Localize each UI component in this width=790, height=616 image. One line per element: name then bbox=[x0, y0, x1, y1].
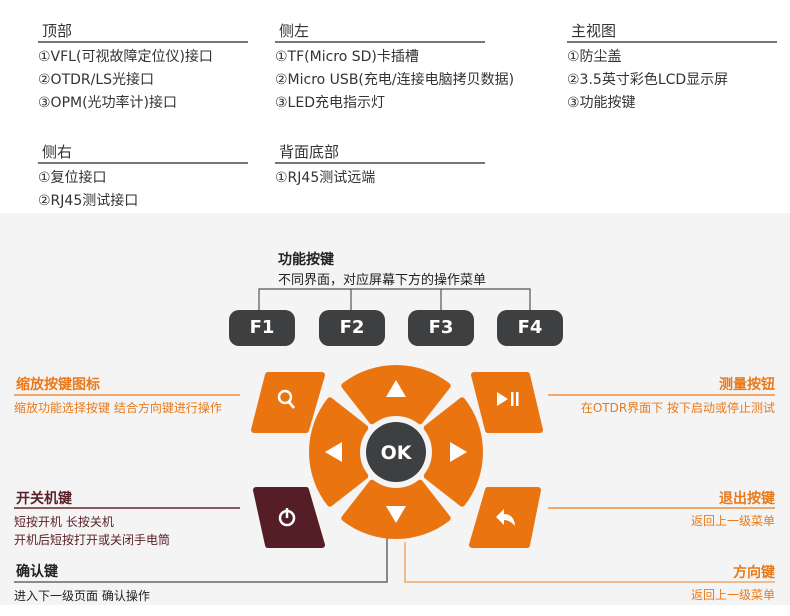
divider bbox=[567, 41, 777, 43]
ok-label: OK bbox=[381, 442, 413, 464]
measure-button[interactable] bbox=[471, 372, 543, 433]
section-title: 顶部 bbox=[42, 22, 73, 40]
back-arrow-icon bbox=[496, 509, 515, 526]
list-item: ②3.5英寸彩色LCD显示屏 bbox=[567, 72, 729, 88]
list-item: ①TF(Micro SD)卡插槽 bbox=[275, 49, 419, 65]
function-keys-desc: 不同界面，对应屏幕下方的操作菜单 bbox=[278, 273, 487, 288]
power-key-desc1: 短按开机 长按关机 bbox=[14, 515, 114, 529]
play-pause-icon bbox=[497, 392, 519, 406]
divider bbox=[38, 162, 248, 164]
power-button[interactable] bbox=[253, 487, 325, 548]
divider bbox=[275, 162, 485, 164]
function-keys-title: 功能按键 bbox=[278, 252, 334, 268]
direction-key-desc: 返回上一级菜单 bbox=[690, 588, 775, 602]
list-item: ②OTDR/LS光接口 bbox=[38, 72, 155, 88]
list-item: ①RJ45测试远端 bbox=[275, 170, 376, 186]
power-callout-line bbox=[14, 507, 240, 509]
confirm-key-title: 确认键 bbox=[16, 564, 58, 580]
power-icon bbox=[278, 508, 296, 527]
arrow-left-icon bbox=[325, 442, 342, 462]
list-item: ②RJ45测试接口 bbox=[38, 193, 139, 209]
section-title: 背面底部 bbox=[279, 143, 340, 161]
ok-button[interactable] bbox=[366, 422, 426, 482]
power-key-title: 开关机键 bbox=[16, 491, 72, 507]
f1-key[interactable]: F1 bbox=[229, 310, 295, 346]
section-title: 侧左 bbox=[279, 22, 310, 40]
zoom-key-desc: 缩放功能选择按键 结合方向键进行操作 bbox=[14, 401, 222, 415]
magnifier-icon bbox=[277, 389, 296, 409]
measure-key-title: 测量按钮 bbox=[719, 377, 775, 393]
exit-key-title: 退出按键 bbox=[719, 491, 775, 507]
f3-key[interactable]: F3 bbox=[408, 310, 474, 346]
list-item: ①复位接口 bbox=[38, 170, 107, 186]
list-item: ③OPM(光功率计)接口 bbox=[38, 95, 178, 111]
exit-callout-line bbox=[548, 507, 775, 509]
exit-key-desc: 返回上一级菜单 bbox=[690, 514, 775, 528]
direction-key-title: 方向键 bbox=[733, 565, 775, 581]
zoom-callout-line bbox=[14, 394, 240, 396]
measure-key-desc: 在OTDR界面下 按下启动或停止测试 bbox=[580, 401, 775, 415]
list-item: ③LED充电指示灯 bbox=[275, 95, 385, 111]
zoom-key-title: 缩放按键图标 bbox=[16, 377, 100, 393]
confirm-key-desc: 进入下一级页面 确认操作 bbox=[14, 589, 150, 603]
list-item: ②Micro USB(充电/连接电脑拷贝数据) bbox=[275, 72, 515, 88]
f4-key[interactable]: F4 bbox=[497, 310, 563, 346]
list-item: ①防尘盖 bbox=[567, 49, 622, 65]
arrow-right-icon bbox=[450, 442, 467, 462]
arrow-up-icon bbox=[386, 380, 406, 397]
power-key-desc2: 开机后短按打开或关闭手电筒 bbox=[14, 533, 171, 547]
list-item: ③功能按键 bbox=[567, 95, 636, 111]
list-item: ①VFL(可视故障定位仪)接口 bbox=[38, 49, 213, 65]
divider bbox=[275, 41, 485, 43]
section-title: 主视图 bbox=[571, 22, 617, 40]
arrow-down-icon bbox=[386, 506, 406, 523]
measure-callout-line bbox=[548, 394, 775, 396]
divider bbox=[38, 41, 248, 43]
f2-key[interactable]: F2 bbox=[319, 310, 385, 346]
section-title: 侧右 bbox=[42, 143, 73, 161]
